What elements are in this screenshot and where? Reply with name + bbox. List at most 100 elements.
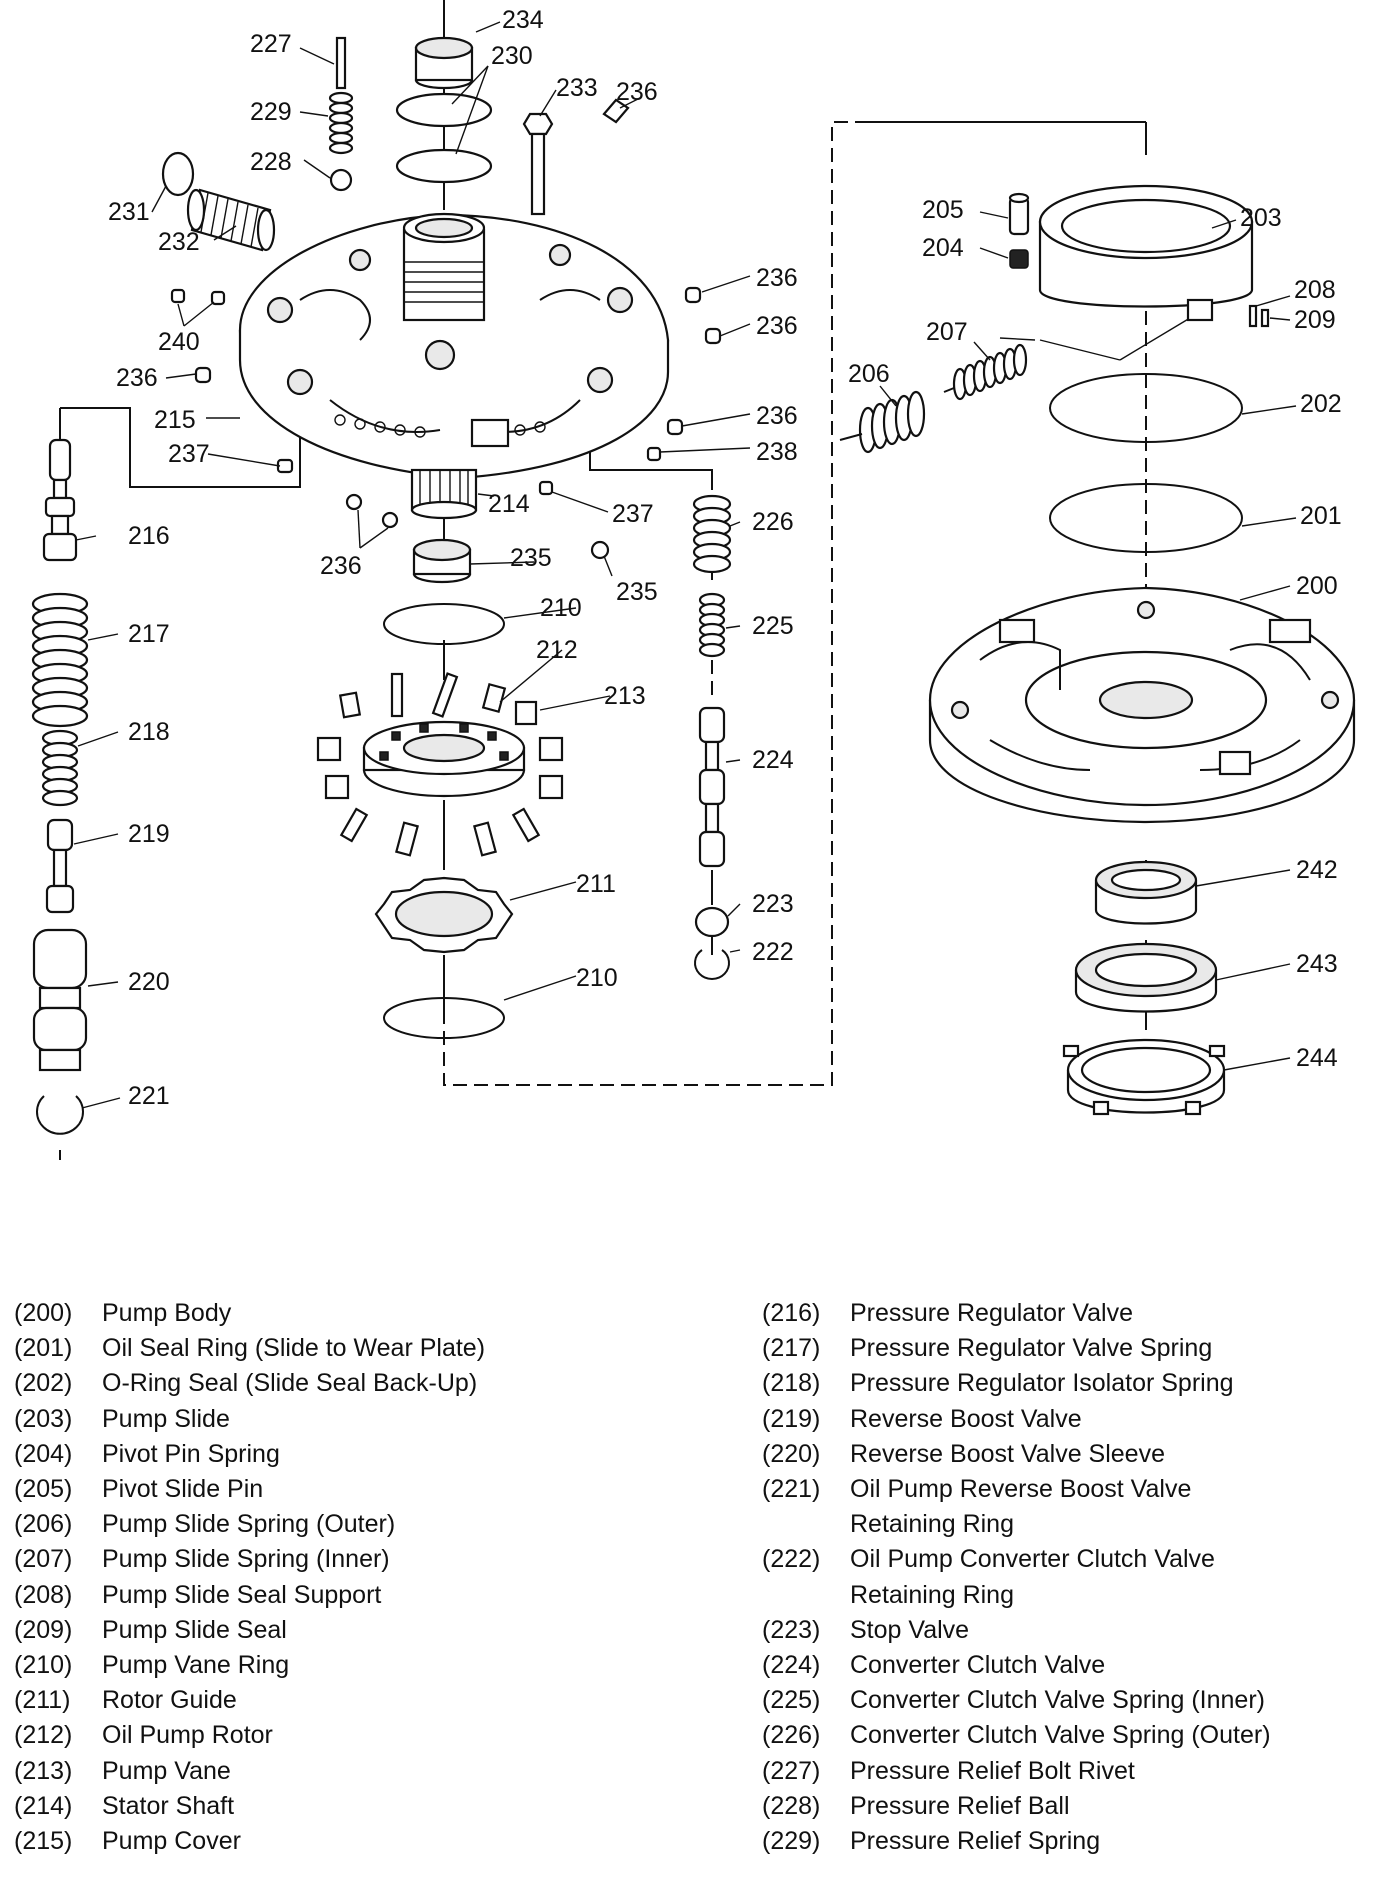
- converter-clutch-valve-spring-outer: [692, 494, 732, 574]
- callout-212: 212: [536, 636, 578, 664]
- callout-220: 220: [128, 968, 170, 996]
- legend-row: (223)Stop Valve: [762, 1615, 970, 1644]
- pivot-slide-pin: [1008, 192, 1030, 236]
- pump-slide: [1038, 184, 1254, 322]
- pressure-regulator-valve-spring: [31, 592, 89, 728]
- callout-205: 205: [922, 196, 964, 224]
- callout-236-top: 236: [616, 78, 658, 106]
- pressure-relief-parts: [161, 36, 554, 252]
- callout-203: 203: [1240, 204, 1282, 232]
- square-boss: [470, 418, 510, 448]
- oil-pump-rotor: [362, 720, 526, 798]
- callout-218: 218: [128, 718, 170, 746]
- callout-210-bottom: 210: [576, 964, 618, 992]
- pump-vane-ring-upper: [383, 603, 505, 645]
- callout-242: 242: [1296, 856, 1338, 884]
- callout-208: 208: [1294, 276, 1336, 304]
- callout-238: 238: [756, 438, 798, 466]
- pump-slide-spring-inner: [943, 343, 1028, 401]
- converter-clutch-valve-spring-inner: [698, 592, 726, 658]
- pivot-pin-spring: [1009, 249, 1029, 269]
- bolt-233: [522, 112, 554, 216]
- callout-236-left: 236: [116, 364, 158, 392]
- callout-214: 214: [488, 490, 530, 518]
- callout-236-r2: 236: [756, 312, 798, 340]
- parts-legend-right: (216)Pressure Regulator Valve (217)Press…: [762, 1296, 1271, 1859]
- rotor-bushing-234: [412, 538, 472, 584]
- callout-221: 221: [128, 1082, 170, 1110]
- pump-slide-seal-parts: [1248, 304, 1270, 328]
- legend-row: (211)Rotor Guide: [14, 1686, 237, 1715]
- converter-clutch-valve: [698, 706, 726, 868]
- callout-240: 240: [158, 328, 200, 356]
- oil-seal-ring: [1049, 483, 1243, 553]
- legend-row: (228)Pressure Relief Ball: [762, 1791, 1070, 1820]
- callout-224: 224: [752, 746, 794, 774]
- screen-232: [186, 188, 276, 252]
- converter-clutch-valve-stack: [692, 494, 732, 980]
- plug-231: [161, 151, 195, 197]
- plug-236-top: [602, 98, 630, 124]
- callout-231: 231: [108, 198, 150, 226]
- legend-row: (213)Pump Vane: [14, 1756, 231, 1785]
- callout-226: 226: [752, 508, 794, 536]
- legend-row: (204)Pivot Pin Spring: [14, 1439, 280, 1468]
- rotor-guide: [374, 876, 514, 954]
- legend-row: (207)Pump Slide Spring (Inner): [14, 1545, 390, 1574]
- callout-207: 207: [926, 318, 968, 346]
- pump-slide-spring-outer: [839, 390, 926, 454]
- callout-206: 206: [848, 360, 890, 388]
- callout-217: 217: [128, 620, 170, 648]
- callout-236-r1: 236: [756, 264, 798, 292]
- callout-215: 215: [154, 406, 196, 434]
- pressure-relief-ball: [329, 168, 353, 192]
- pressure-relief-bolt-rivet: [335, 36, 347, 90]
- callout-223: 223: [752, 890, 794, 918]
- callout-225: 225: [752, 612, 794, 640]
- callout-230: 230: [491, 42, 533, 70]
- callout-244: 244: [1296, 1044, 1338, 1072]
- pump-cover: [238, 212, 670, 520]
- callout-222: 222: [752, 938, 794, 966]
- cup-plugs: [170, 98, 722, 560]
- legend-row: (224)Converter Clutch Valve: [762, 1651, 1106, 1680]
- legend-row: (205)Pivot Slide Pin: [14, 1475, 264, 1504]
- legend-row: (229)Pressure Relief Spring: [762, 1827, 1101, 1856]
- legend-row: (209)Pump Slide Seal: [14, 1615, 287, 1644]
- legend-row: (210)Pump Vane Ring: [14, 1651, 290, 1680]
- legend-row: (203)Pump Slide: [14, 1404, 230, 1433]
- callout-236-bottom: 236: [320, 552, 362, 580]
- reverse-boost-valve: [45, 818, 75, 914]
- pressure-regulator-valve-stack: [31, 438, 89, 1135]
- pump-body: [928, 586, 1356, 824]
- o-ring-seal: [1049, 373, 1243, 443]
- reverse-boost-valve-sleeve: [32, 928, 88, 1072]
- legend-row: (201)Oil Seal Ring (Slide to Wear Plate): [14, 1334, 486, 1363]
- legend-row: (222)Oil Pump Converter Clutch Valve Ret…: [762, 1545, 1215, 1609]
- legend-row: (221)Oil Pump Reverse Boost Valve Retain…: [762, 1475, 1192, 1539]
- callout-202: 202: [1300, 390, 1342, 418]
- callout-204: 204: [922, 234, 964, 262]
- callout-219: 219: [128, 820, 170, 848]
- callout-211: 211: [576, 870, 616, 898]
- callout-200: 200: [1296, 572, 1338, 600]
- seal-243: [1074, 942, 1218, 1013]
- legend-row: (220)Reverse Boost Valve Sleeve: [762, 1439, 1165, 1468]
- legend-row: (218)Pressure Regulator Isolator Spring: [762, 1369, 1234, 1398]
- legend-row: (208)Pump Slide Seal Support: [14, 1580, 382, 1609]
- legend-row: (212)Oil Pump Rotor: [14, 1721, 273, 1750]
- legend-row: (202)O-Ring Seal (Slide Seal Back-Up): [14, 1369, 478, 1398]
- callout-227: 227: [250, 30, 292, 58]
- pressure-regulator-isolator-spring: [41, 729, 79, 807]
- pump-vane-ring-lower: [383, 997, 505, 1039]
- legend-row: (216)Pressure Regulator Valve: [762, 1299, 1134, 1327]
- stop-valve: [694, 906, 730, 938]
- callout-213: 213: [604, 682, 646, 710]
- seal-rings-230: [395, 92, 493, 184]
- callout-235: 235: [616, 578, 658, 606]
- retainer-244: [1062, 1038, 1226, 1116]
- retaining-ring-221: [36, 1095, 84, 1135]
- callout-216: 216: [128, 522, 170, 550]
- callout-233: 233: [556, 74, 598, 102]
- callout-236-r3: 236: [756, 402, 798, 430]
